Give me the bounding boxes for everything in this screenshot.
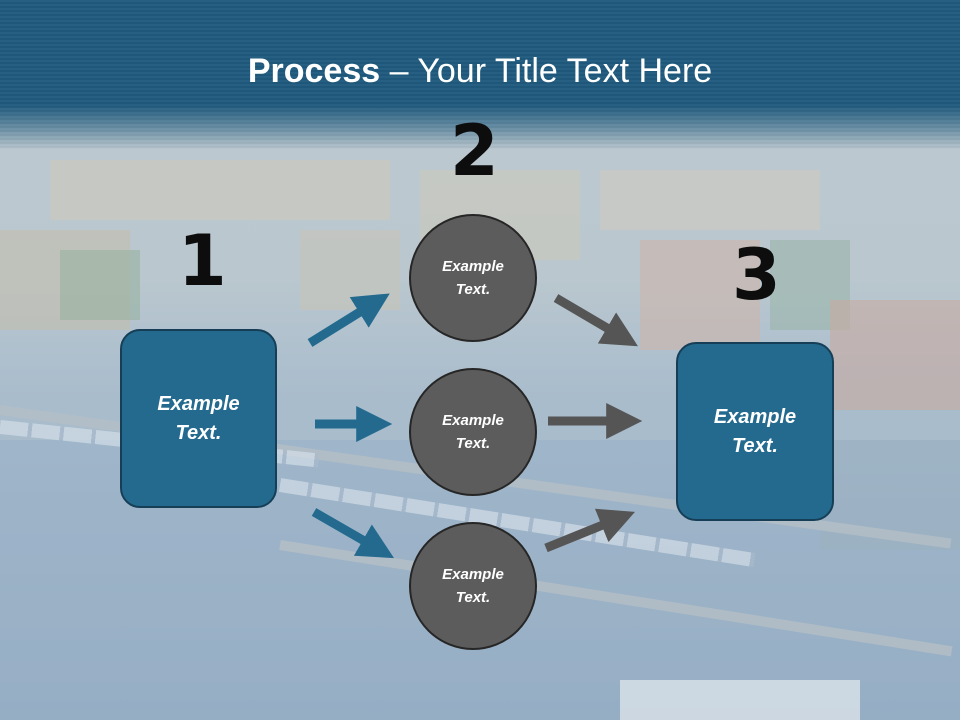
- step-1-box-line1: Example: [157, 392, 240, 415]
- step-3-box-line2: Text.: [732, 434, 778, 457]
- circle-middle-line1: Example: [442, 411, 504, 429]
- arrow-circle-top-to-box: [553, 294, 638, 347]
- circle-top-line1: Example: [442, 257, 504, 275]
- arrow-box-to-circle-bottom: [311, 508, 395, 559]
- step-3-box-line1: Example: [713, 405, 797, 428]
- circle-bottom-line2: Text.: [455, 589, 491, 606]
- arrow-circle-bottom-to-box: [544, 508, 636, 553]
- title-bold: Process: [247, 52, 381, 90]
- step-number-1: 1: [178, 220, 227, 302]
- step-number-3: 3: [732, 234, 781, 316]
- arrow-box-to-circle-top: [307, 293, 390, 347]
- page-title: Process – Your Title Text Here: [0, 52, 960, 91]
- title-bar: [0, 0, 960, 150]
- step-1-box-line2: Text.: [175, 421, 222, 444]
- step-number-2: 2: [450, 110, 499, 192]
- circle-middle-line2: Text.: [455, 435, 491, 452]
- circle-bottom-line1: Example: [442, 565, 504, 583]
- title-rest: – Your Title Text Here: [380, 52, 713, 90]
- circle-top-line2: Text.: [455, 281, 491, 298]
